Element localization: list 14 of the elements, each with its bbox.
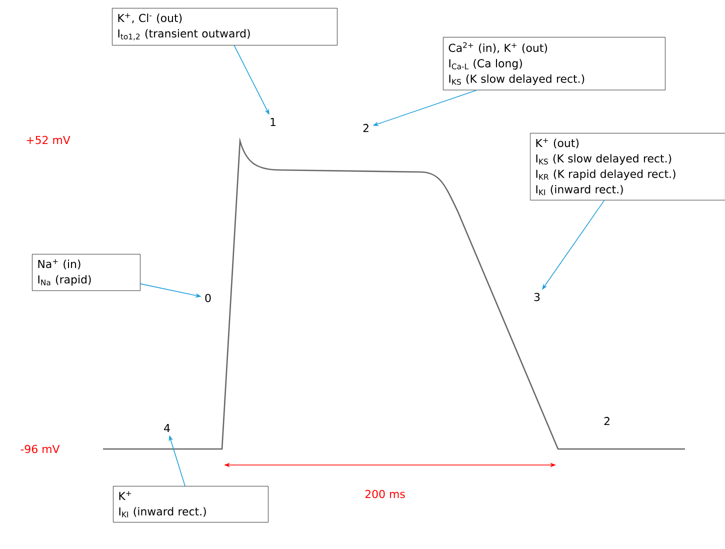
phase-number: 0 <box>205 294 211 302</box>
phase-number: 4 <box>164 424 170 432</box>
annotation-box: K$^{+}$, Cl$^{-}$ (out) I$_{to1,2}$ (transient outward) <box>112 8 338 46</box>
annotation-box: Ca$^{2+}$ (in), K$^{+}$ (out) I$_{Ca-L}$ (Ca long) I$_{KS}$ (K slow delayed rect.) <box>443 37 666 90</box>
voltage-label: +52 mV <box>26 136 70 144</box>
duration-label: 200 ms <box>365 490 405 498</box>
phase-number: 2 <box>363 124 368 132</box>
annotation-box: Na$^{+}$ (in) I$_{Na}$ (rapid) <box>32 254 140 291</box>
voltage-label: -96 mV <box>20 444 60 454</box>
phase-number: 2 <box>604 416 610 426</box>
phase-number: 1 <box>270 118 276 126</box>
phase-number: 3 <box>534 292 540 302</box>
annotation-box: K$^{+}$ I$_{KI}$ (inward rect.) <box>113 486 268 522</box>
annotation-box: K$^{+}$ (out) I$_{KS}$ (K slow delayed rect.) I$_{KR}$ (K rapid delayed rect.) I$_{KI}$ (inward rect.) <box>530 133 725 200</box>
